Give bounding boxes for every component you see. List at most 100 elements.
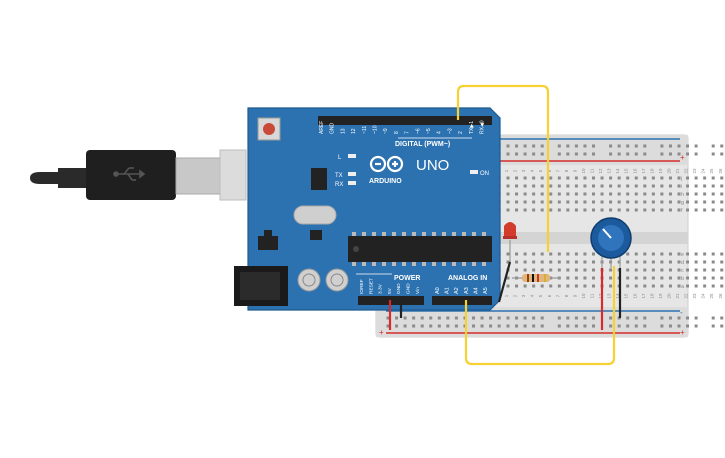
breadboard-hole[interactable] <box>532 201 535 204</box>
breadboard-hole[interactable] <box>635 277 638 280</box>
breadboard-hole[interactable] <box>575 285 578 288</box>
rail-hole[interactable] <box>592 325 595 328</box>
rail-hole[interactable] <box>626 145 629 148</box>
breadboard-hole[interactable] <box>652 193 655 196</box>
rail-hole[interactable] <box>712 317 715 320</box>
breadboard-hole[interactable] <box>712 277 715 280</box>
breadboard-hole[interactable] <box>686 193 689 196</box>
breadboard-hole[interactable] <box>720 201 723 204</box>
breadboard-hole[interactable] <box>712 261 715 264</box>
rail-hole[interactable] <box>412 325 415 328</box>
breadboard-hole[interactable] <box>720 177 723 180</box>
rail-hole[interactable] <box>429 325 432 328</box>
breadboard-hole[interactable] <box>583 185 586 188</box>
rail-hole[interactable] <box>618 325 621 328</box>
rail-hole[interactable] <box>404 317 407 320</box>
breadboard-hole[interactable] <box>592 285 595 288</box>
breadboard-hole[interactable] <box>695 277 698 280</box>
rail-hole[interactable] <box>395 317 398 320</box>
breadboard-hole[interactable] <box>652 185 655 188</box>
breadboard-hole[interactable] <box>669 185 672 188</box>
breadboard-hole[interactable] <box>575 185 578 188</box>
breadboard-hole[interactable] <box>558 253 561 256</box>
rail-hole[interactable] <box>412 317 415 320</box>
analog-header[interactable] <box>432 296 492 305</box>
breadboard-hole[interactable] <box>541 185 544 188</box>
breadboard-hole[interactable] <box>660 185 663 188</box>
breadboard-hole[interactable] <box>566 285 569 288</box>
rail-hole[interactable] <box>669 317 672 320</box>
breadboard-hole[interactable] <box>524 201 527 204</box>
rail-hole[interactable] <box>609 317 612 320</box>
breadboard-hole[interactable] <box>643 269 646 272</box>
rail-hole[interactable] <box>635 325 638 328</box>
breadboard-hole[interactable] <box>686 277 689 280</box>
breadboard-hole[interactable] <box>669 209 672 212</box>
breadboard-hole[interactable] <box>695 193 698 196</box>
breadboard-hole[interactable] <box>515 193 518 196</box>
breadboard-hole[interactable] <box>626 277 629 280</box>
rail-hole[interactable] <box>643 153 646 156</box>
breadboard-hole[interactable] <box>566 261 569 264</box>
breadboard-hole[interactable] <box>609 201 612 204</box>
rail-hole[interactable] <box>498 317 501 320</box>
breadboard-hole[interactable] <box>712 201 715 204</box>
breadboard-hole[interactable] <box>712 253 715 256</box>
rail-hole[interactable] <box>558 325 561 328</box>
rail-hole[interactable] <box>678 145 681 148</box>
breadboard-hole[interactable] <box>712 209 715 212</box>
rail-hole[interactable] <box>626 325 629 328</box>
breadboard-hole[interactable] <box>515 261 518 264</box>
rail-hole[interactable] <box>481 325 484 328</box>
rail-hole[interactable] <box>472 325 475 328</box>
breadboard-hole[interactable] <box>609 193 612 196</box>
breadboard-hole[interactable] <box>515 201 518 204</box>
rail-hole[interactable] <box>678 325 681 328</box>
rail-hole[interactable] <box>404 325 407 328</box>
rail-hole[interactable] <box>609 325 612 328</box>
breadboard-hole[interactable] <box>583 285 586 288</box>
breadboard-hole[interactable] <box>575 209 578 212</box>
reset-button[interactable] <box>263 123 275 135</box>
breadboard-hole[interactable] <box>515 253 518 256</box>
breadboard-hole[interactable] <box>712 269 715 272</box>
breadboard-hole[interactable] <box>532 209 535 212</box>
breadboard-hole[interactable] <box>703 261 706 264</box>
rail-hole[interactable] <box>541 153 544 156</box>
breadboard-hole[interactable] <box>618 193 621 196</box>
breadboard-hole[interactable] <box>575 253 578 256</box>
breadboard-hole[interactable] <box>660 261 663 264</box>
breadboard-hole[interactable] <box>660 209 663 212</box>
rail-hole[interactable] <box>455 325 458 328</box>
rail-hole[interactable] <box>507 145 510 148</box>
breadboard-hole[interactable] <box>652 269 655 272</box>
rail-hole[interactable] <box>446 317 449 320</box>
breadboard-hole[interactable] <box>524 193 527 196</box>
breadboard-hole[interactable] <box>558 285 561 288</box>
breadboard-hole[interactable] <box>618 201 621 204</box>
breadboard-hole[interactable] <box>524 261 527 264</box>
rail-hole[interactable] <box>643 317 646 320</box>
breadboard-hole[interactable] <box>660 253 663 256</box>
breadboard-hole[interactable] <box>507 253 510 256</box>
rail-hole[interactable] <box>635 153 638 156</box>
rail-hole[interactable] <box>686 145 689 148</box>
rail-hole[interactable] <box>695 325 698 328</box>
digital-header[interactable] <box>318 116 492 125</box>
rail-hole[interactable] <box>720 325 723 328</box>
rail-hole[interactable] <box>660 153 663 156</box>
rail-hole[interactable] <box>498 325 501 328</box>
breadboard-hole[interactable] <box>601 201 604 204</box>
breadboard-hole[interactable] <box>532 185 535 188</box>
rail-hole[interactable] <box>507 317 510 320</box>
rail-hole[interactable] <box>686 317 689 320</box>
breadboard-hole[interactable] <box>618 209 621 212</box>
breadboard-hole[interactable] <box>626 285 629 288</box>
breadboard-hole[interactable] <box>686 209 689 212</box>
breadboard-hole[interactable] <box>626 201 629 204</box>
rail-hole[interactable] <box>626 317 629 320</box>
breadboard-hole[interactable] <box>583 193 586 196</box>
rail-hole[interactable] <box>575 145 578 148</box>
breadboard-hole[interactable] <box>566 177 569 180</box>
breadboard-hole[interactable] <box>652 277 655 280</box>
